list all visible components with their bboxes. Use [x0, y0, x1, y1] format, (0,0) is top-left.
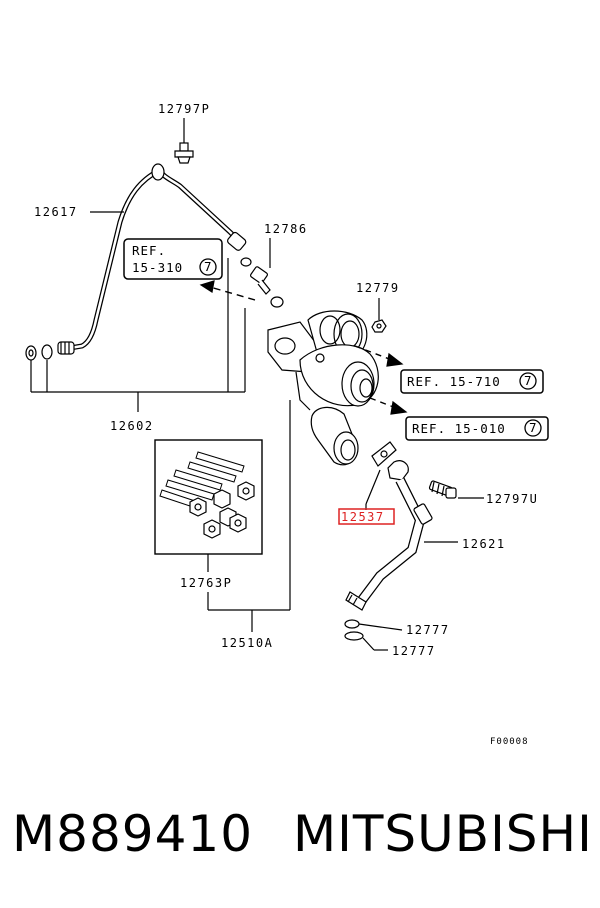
ref-15-310-line2: 15-310	[132, 260, 183, 275]
turbocharger-12510A-icon	[267, 310, 379, 466]
brand-name: MITSUBISHI	[293, 805, 593, 863]
label-12602: 12602	[110, 419, 154, 433]
label-12777-b: 12777	[392, 644, 436, 658]
label-12779: 12779	[356, 281, 400, 295]
stud-bolt-kit-icon	[159, 451, 255, 539]
label-12786: 12786	[264, 222, 308, 236]
parts-diagram: 12797P 12617 12786 12779 12602 12797U 12…	[25, 102, 549, 747]
highlight-box-12537	[338, 508, 395, 525]
label-12777-a: 12777	[406, 623, 450, 637]
figure-code: F00008	[490, 737, 529, 747]
gasket-12537-icon	[371, 441, 397, 467]
footer: M889410 MITSUBISHI	[0, 795, 600, 885]
label-12797U: 12797U	[486, 492, 538, 506]
label-12510A: 12510A	[221, 636, 273, 650]
ref-15-310-num: 7	[204, 259, 213, 274]
label-12797P: 12797P	[158, 102, 210, 116]
label-12763P: 12763P	[180, 576, 232, 590]
sensor-12786-icon	[240, 257, 284, 308]
ref-15-310-line1: REF.	[132, 243, 166, 258]
ref-15-010: REF. 15-010	[412, 421, 506, 436]
ref-15-710-num: 7	[524, 373, 533, 388]
oil-return-pipe-12621-icon	[345, 460, 433, 611]
part-number: M889410	[12, 805, 254, 863]
label-12617: 12617	[34, 205, 78, 219]
label-12537[interactable]: 12537	[341, 510, 385, 524]
label-12621: 12621	[462, 537, 506, 551]
bolt-12797P-icon	[174, 142, 194, 164]
nut-12779-icon	[371, 319, 387, 333]
ref-15-710: REF. 15-710	[407, 374, 501, 389]
bolt-12797U-icon	[428, 480, 457, 499]
ref-15-010-num: 7	[529, 420, 538, 435]
